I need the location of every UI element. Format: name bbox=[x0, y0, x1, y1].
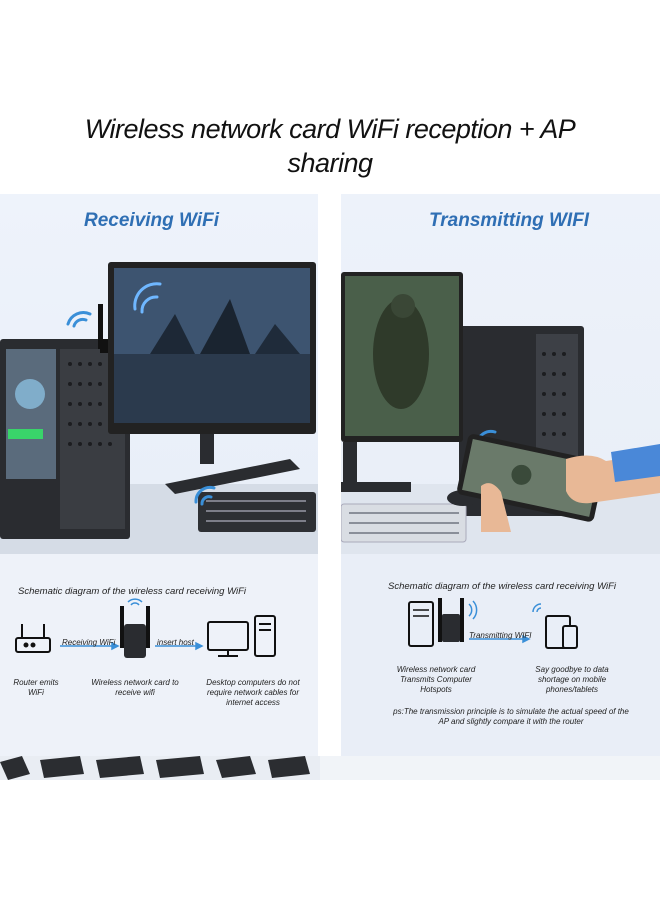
left-diagram-title: Schematic diagram of the wireless card r… bbox=[18, 586, 246, 597]
transmission-note: ps:The transmission principle is to simu… bbox=[393, 707, 629, 726]
wifi-icon bbox=[66, 311, 92, 328]
caption-mobile: Say goodbye to data shortage on mobile p… bbox=[535, 665, 609, 694]
arrow-label-transmitting: Transmitting WIFI bbox=[469, 631, 532, 640]
arrow-label-receiving: Receiving WiFi bbox=[62, 638, 116, 647]
left-diagram-icons bbox=[15, 598, 276, 658]
right-diagram-icons bbox=[408, 598, 578, 649]
caption-desktop: Desktop computers do not require network… bbox=[206, 678, 300, 707]
keyboard-wifi-icon bbox=[194, 485, 216, 506]
keyboard-strip-decoration bbox=[0, 756, 660, 780]
desktop-computer-icon bbox=[207, 615, 276, 657]
phone-tablet-icon bbox=[532, 603, 578, 649]
page-title: Wireless network card WiFi reception + A… bbox=[84, 114, 576, 178]
caption-card-hotspot: Wireless network card Transmits Computer… bbox=[396, 665, 476, 694]
wireless-card-tower-icon bbox=[408, 598, 478, 647]
arrow-icon-2 bbox=[155, 641, 204, 651]
keyboard-keys-illustration bbox=[0, 756, 660, 780]
receiving-wifi-heading: Receiving WiFi bbox=[84, 210, 219, 231]
arrow-icon bbox=[60, 641, 120, 651]
receiving-scene-illustration bbox=[0, 262, 318, 554]
transmitting-wifi-heading: Transmitting WIFI bbox=[429, 210, 590, 231]
arrow-label-insert: insert host bbox=[157, 638, 194, 647]
caption-router: Router emits WiFi bbox=[13, 678, 59, 697]
receiving-wifi-panel: Receiving WiFi bbox=[0, 194, 318, 756]
monitor-wifi-icon bbox=[133, 282, 162, 314]
caption-card: Wireless network card to receive wifi bbox=[91, 678, 179, 697]
router-icon bbox=[15, 624, 51, 653]
wireless-card-icon bbox=[120, 598, 150, 658]
transmitting-scene-illustration bbox=[341, 272, 660, 554]
transmitting-wifi-panel: Transmitting WIFI bbox=[341, 194, 660, 756]
arrow-icon bbox=[469, 634, 531, 644]
right-diagram-title: Schematic diagram of the wireless card r… bbox=[388, 581, 616, 592]
